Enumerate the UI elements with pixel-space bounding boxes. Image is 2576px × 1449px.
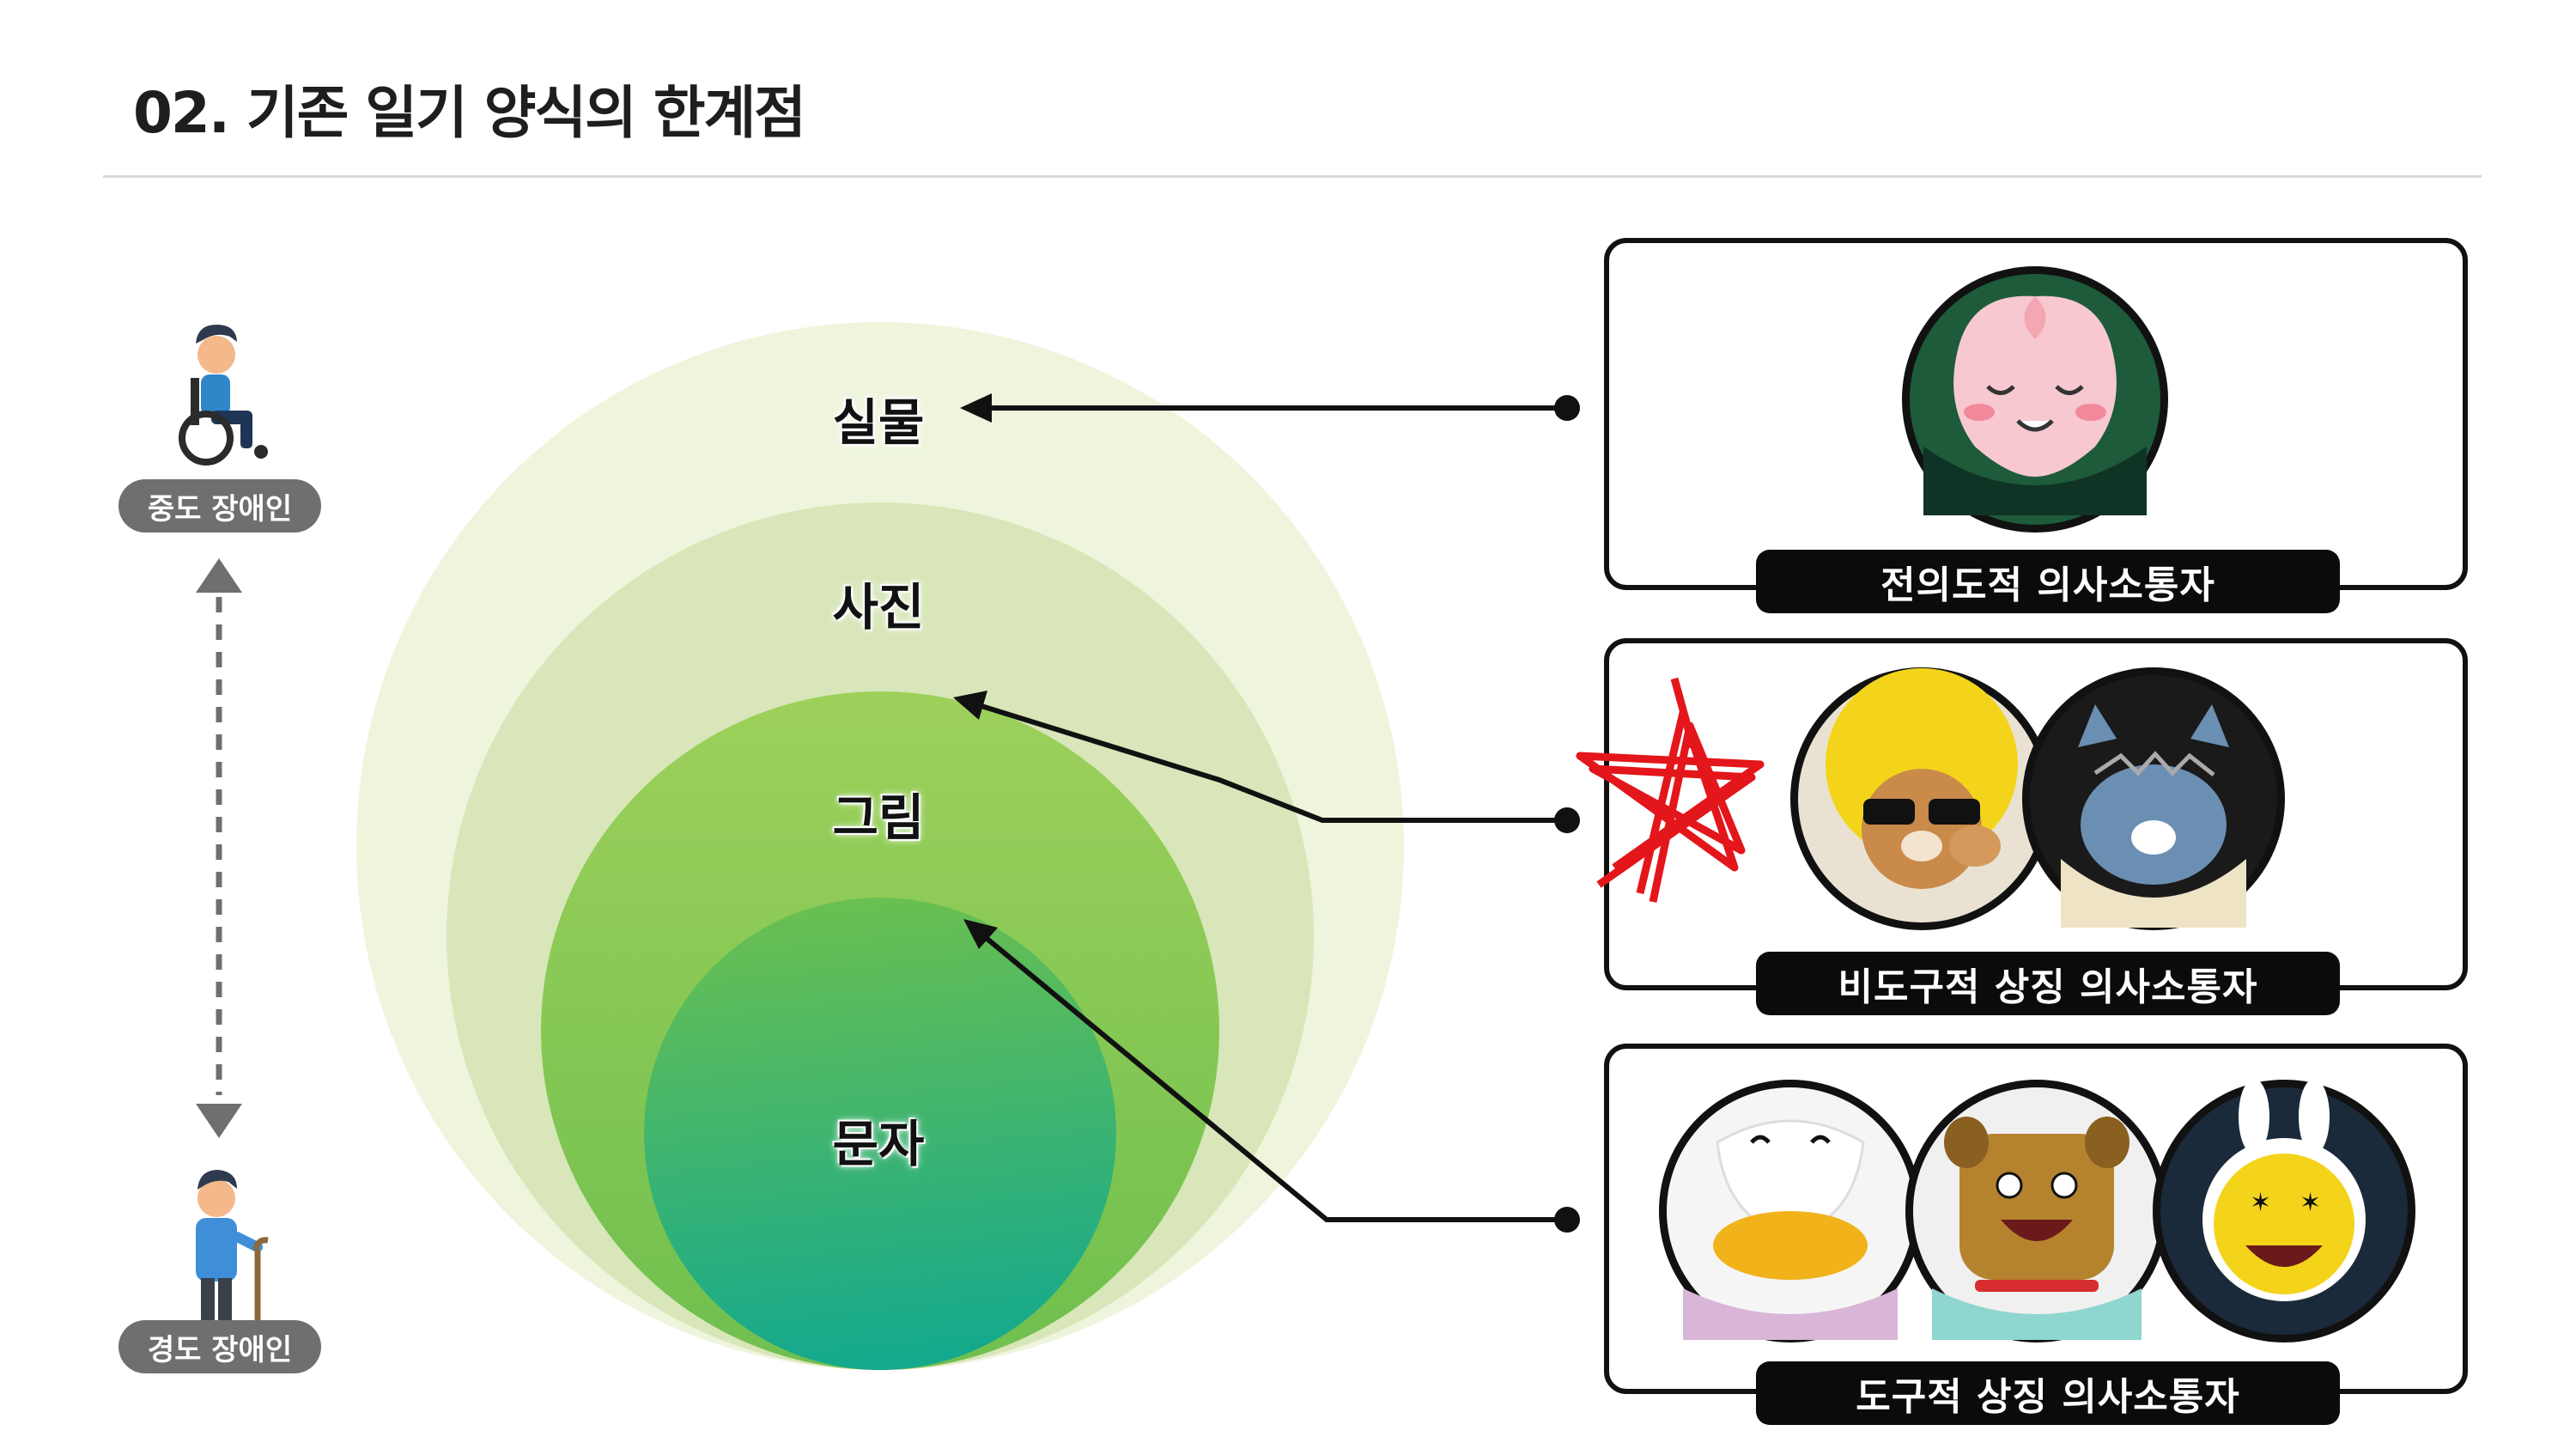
level-real-object-label: 실물 <box>832 393 925 452</box>
mild-disability-label: 경도 장애인 <box>118 1320 321 1373</box>
title-divider <box>103 175 2482 178</box>
bunny-avatar-icon: ✶ ✶ <box>2153 1079 2415 1342</box>
page-title: 02. 기존 일기 양식의 한계점 <box>133 80 806 146</box>
svg-text:✶: ✶ <box>2250 1188 2271 1218</box>
level-photo-label: 사진 <box>832 578 925 636</box>
dog-avatar-icon <box>1905 1080 2168 1342</box>
peach-avatar-icon <box>1902 266 2168 533</box>
yellow-afro-avatar-icon <box>1790 667 2053 930</box>
arrow-real-object <box>960 393 1580 423</box>
circle-text <box>644 898 1116 1370</box>
red-scribble-crossout-icon <box>1576 677 1765 903</box>
preintentional-communicator-tag: 전의도적 의사소통자 <box>1756 550 2340 613</box>
double-dashed-arrow <box>196 558 242 1138</box>
severe-disability-label: 중도 장애인 <box>118 479 321 533</box>
level-text-label: 문자 <box>832 1115 925 1173</box>
wheelchair-user-icon <box>179 325 268 466</box>
arrow-text <box>963 919 1580 1233</box>
nonsymbolic-communicator-tag: 비도구적 상징 의사소통자 <box>1756 952 2340 1015</box>
duck-avatar-icon <box>1659 1080 1922 1342</box>
arrow-drawing <box>953 691 1580 833</box>
level-drawing-label: 그림 <box>832 788 925 847</box>
svg-text:✶: ✶ <box>2300 1188 2321 1218</box>
blue-cat-avatar-icon <box>2022 667 2285 930</box>
symbolic-communicator-tag: 도구적 상징 의사소통자 <box>1756 1361 2340 1425</box>
